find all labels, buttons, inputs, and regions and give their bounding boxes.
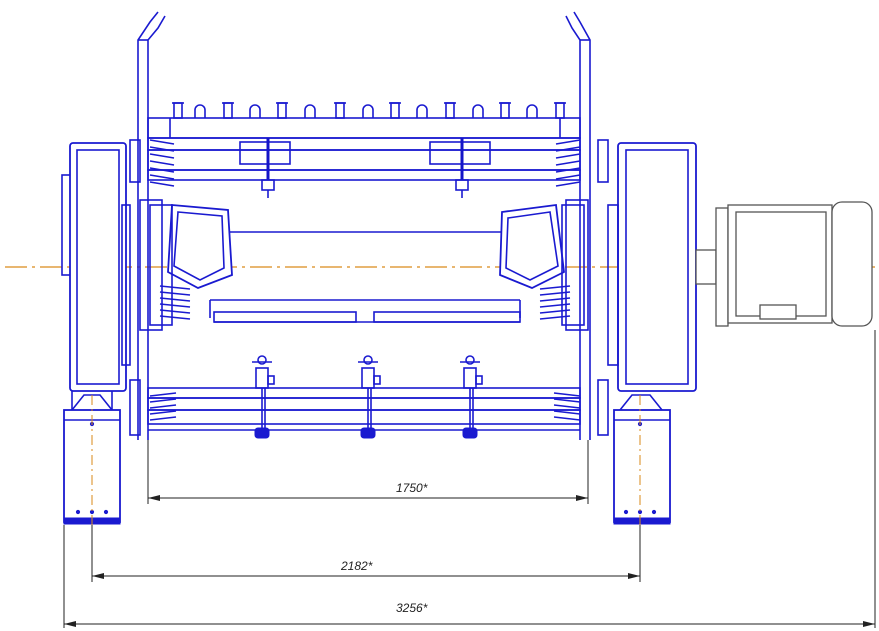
fin	[149, 416, 177, 421]
lower-clamps	[252, 355, 483, 439]
fin	[539, 291, 571, 296]
fin	[539, 303, 571, 308]
fin	[159, 297, 191, 302]
fin	[149, 174, 175, 180]
stud	[444, 102, 456, 119]
fin	[159, 309, 191, 314]
dimension-inner-span: 1750*	[148, 481, 588, 501]
stud	[222, 102, 234, 119]
stud	[276, 102, 288, 119]
fin	[555, 174, 581, 180]
fin	[555, 167, 581, 173]
fin	[159, 315, 191, 320]
fin	[555, 153, 581, 159]
stud	[362, 104, 374, 118]
dimension-support-span: 2182*	[92, 559, 640, 579]
drive-motor	[695, 201, 873, 327]
fin	[159, 285, 191, 290]
right-bearing-housing	[597, 139, 697, 436]
fin	[159, 303, 191, 308]
dimension-overall-length: 3256*	[64, 601, 875, 627]
stud	[194, 104, 206, 118]
fin	[539, 315, 571, 320]
stud	[172, 102, 184, 119]
clamp	[358, 355, 381, 439]
rotor-drum	[209, 231, 521, 323]
right-rotor-cone	[499, 203, 585, 326]
beam-hangers	[239, 138, 491, 198]
left-rotor-cone	[149, 204, 233, 326]
fin	[555, 146, 581, 152]
fin	[553, 410, 581, 415]
fin	[149, 181, 175, 187]
fin	[149, 146, 175, 152]
fin	[553, 398, 581, 403]
fin	[539, 297, 571, 302]
fin	[149, 167, 175, 173]
fin	[149, 160, 175, 166]
fin	[149, 392, 177, 397]
left-fin-stack	[149, 139, 191, 421]
top-beam	[147, 117, 581, 181]
stud	[554, 102, 566, 119]
fin	[149, 410, 177, 415]
clamp	[252, 355, 275, 439]
left-bearing-housing	[61, 139, 141, 436]
fin	[553, 392, 581, 397]
stud	[499, 102, 511, 119]
dimension-support-span-label: 2182*	[340, 559, 373, 573]
stud	[526, 104, 538, 118]
fin	[149, 404, 177, 409]
fin	[553, 416, 581, 421]
fin	[555, 139, 581, 145]
stud	[334, 102, 346, 119]
fin	[539, 309, 571, 314]
fin	[555, 181, 581, 187]
stud	[389, 102, 401, 119]
left-side-plate	[137, 11, 166, 440]
lower-beam	[147, 387, 581, 431]
dimension-inner-span-label: 1750*	[396, 481, 428, 495]
right-fin-stack	[539, 139, 581, 421]
right-side-plate	[565, 11, 591, 440]
right-support-leg	[613, 394, 671, 525]
fin	[149, 139, 175, 145]
stud	[249, 104, 261, 118]
fin	[539, 285, 571, 290]
fin	[149, 398, 177, 403]
stud	[472, 104, 484, 118]
fin	[555, 160, 581, 166]
fin	[553, 404, 581, 409]
dimension-overall-length-label: 3256*	[396, 601, 428, 615]
stud	[304, 104, 316, 118]
fin	[159, 291, 191, 296]
clamp	[460, 355, 483, 439]
fin	[149, 153, 175, 159]
stud	[416, 104, 428, 118]
top-studs	[172, 102, 566, 119]
